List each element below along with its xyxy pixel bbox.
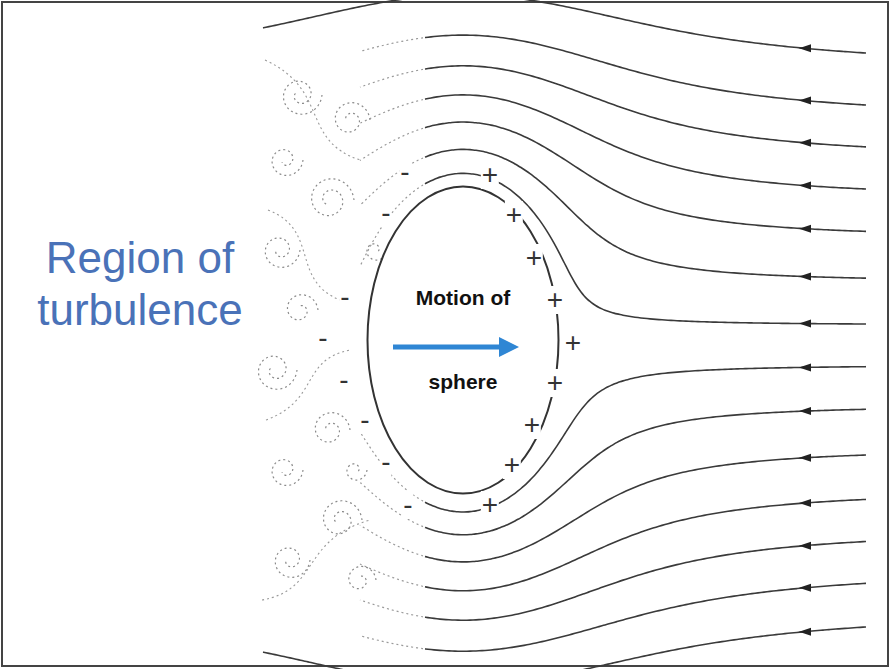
eddy xyxy=(272,460,303,486)
streamline xyxy=(263,627,866,669)
fading-streamline xyxy=(360,38,423,52)
fading-streamline xyxy=(360,69,423,87)
pressure-plus: + xyxy=(546,369,564,397)
fading-streamline xyxy=(360,636,423,649)
pressure-plus: + xyxy=(503,451,521,479)
streamline xyxy=(425,35,866,105)
streamlines xyxy=(263,0,866,669)
pressure-plus: + xyxy=(481,491,499,519)
motion-arrow xyxy=(393,345,503,350)
turbulent-wisp xyxy=(262,520,370,600)
flow-arrowhead xyxy=(799,363,811,371)
pressure-minus: - xyxy=(399,158,410,186)
pressure-minus: - xyxy=(359,406,370,434)
sphere-outline xyxy=(366,185,560,495)
turbulent-wisp xyxy=(265,60,360,160)
fading-streamline xyxy=(360,564,423,586)
eddy xyxy=(275,548,310,577)
flow-arrowhead xyxy=(799,499,811,507)
pressure-minus: - xyxy=(380,448,391,476)
turbulent-wisp xyxy=(266,350,350,420)
flow-arrowhead xyxy=(799,320,811,328)
fading-streamline xyxy=(360,482,423,526)
eddy xyxy=(323,501,362,534)
fading-streamline xyxy=(360,525,423,556)
region-label: Region of turbulence xyxy=(20,232,260,336)
pressure-plus: + xyxy=(523,411,541,439)
sphere-caption: Motion of sphere xyxy=(407,256,519,424)
eddy xyxy=(283,81,322,114)
flow-arrowhead xyxy=(799,407,811,415)
streamline xyxy=(425,583,866,651)
flow-arrowhead xyxy=(799,273,811,281)
streamline xyxy=(425,66,866,147)
eddy xyxy=(312,179,354,216)
pressure-minus: - xyxy=(317,324,328,352)
flow-arrowhead xyxy=(799,139,811,147)
eddy xyxy=(258,356,297,389)
flow-arrowhead xyxy=(799,542,811,550)
flow-arrowhead xyxy=(799,97,811,105)
pressure-minus: - xyxy=(339,283,350,311)
flow-arrowhead xyxy=(799,182,811,190)
eddy xyxy=(315,413,350,442)
motion-arrowhead xyxy=(499,337,519,357)
flow-arrowhead xyxy=(799,225,811,233)
flow-arrowhead xyxy=(799,454,811,462)
pressure-plus: + xyxy=(481,161,499,189)
streamline xyxy=(425,95,866,189)
eddy xyxy=(272,150,303,176)
pressure-plus: + xyxy=(505,201,523,229)
fading-streamline xyxy=(360,128,423,160)
eddy xyxy=(349,566,376,588)
pressure-plus: + xyxy=(546,286,564,314)
eddy xyxy=(347,464,367,480)
sphere: Motion of sphere xyxy=(366,185,560,495)
streamline xyxy=(425,541,866,620)
pressure-minus: - xyxy=(380,199,391,227)
flow-arrowhead xyxy=(799,628,811,636)
flow-arrowhead xyxy=(799,584,811,592)
turbulent-wisp xyxy=(268,210,340,300)
pressure-plus: + xyxy=(564,329,582,357)
flow-arrowhead xyxy=(799,44,811,52)
eddy xyxy=(287,295,318,320)
eddy xyxy=(335,103,370,132)
streamline xyxy=(263,0,866,53)
pressure-minus: - xyxy=(338,366,349,394)
fading-streamline xyxy=(360,600,423,617)
pressure-plus: + xyxy=(525,244,543,272)
pressure-minus: - xyxy=(402,491,413,519)
eddy xyxy=(265,238,300,267)
